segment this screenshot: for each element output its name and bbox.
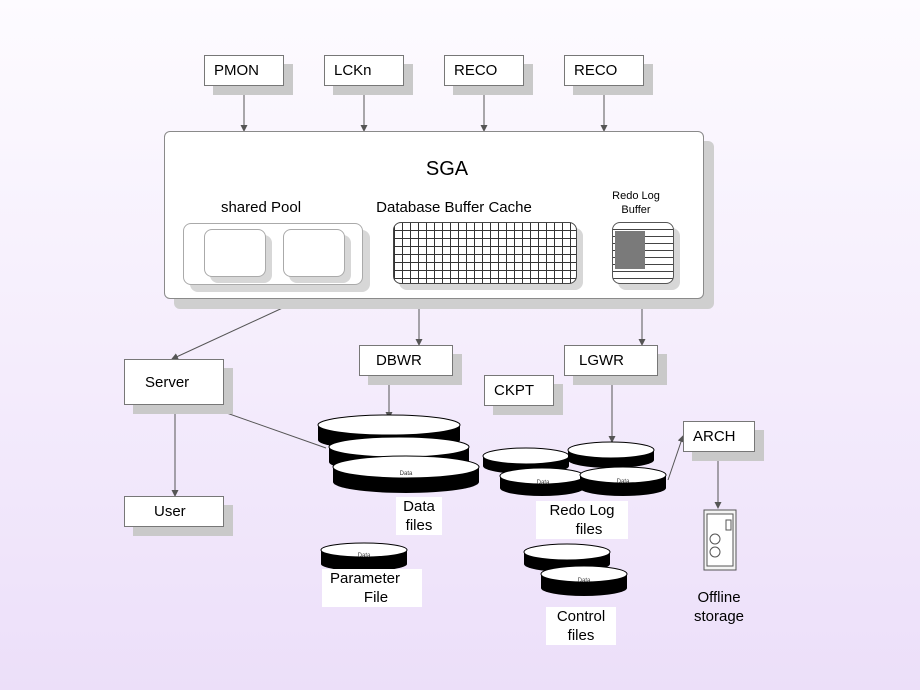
redo-buffer-label-line1: Redo Log bbox=[612, 190, 660, 202]
disk-label: Data bbox=[577, 578, 591, 584]
sga-title: SGA bbox=[425, 158, 469, 180]
offline-storage-device bbox=[703, 509, 737, 571]
parameter-file-caption-line1: Parameter bbox=[329, 570, 401, 587]
lckn-label: LCKn bbox=[334, 62, 372, 79]
data-files-disks bbox=[317, 414, 480, 493]
control-files-caption-line2: files bbox=[567, 627, 595, 644]
database-buffer-cache-grid bbox=[393, 222, 577, 284]
redo-files-caption: Redo Log files bbox=[536, 501, 628, 539]
pmon-label: PMON bbox=[214, 62, 259, 79]
disk bbox=[567, 441, 655, 468]
disk bbox=[499, 467, 585, 496]
offline-storage-caption: Offline storage bbox=[686, 588, 752, 626]
arch-process-box: ARCH bbox=[683, 421, 755, 452]
disk-label: Data bbox=[536, 480, 550, 486]
disk bbox=[523, 543, 611, 572]
pmon-process-box: PMON bbox=[204, 55, 284, 86]
data-files-caption-line1: Data bbox=[403, 498, 435, 515]
redo-log-buffer-fill bbox=[615, 231, 645, 269]
reco-process-box: RECO bbox=[444, 55, 524, 86]
control-files-disks bbox=[523, 543, 628, 596]
disk bbox=[540, 565, 628, 596]
shared-pool-block bbox=[204, 229, 266, 277]
offline-storage-caption-line2: storage bbox=[693, 608, 745, 625]
reco-label: RECO bbox=[574, 62, 618, 79]
ckpt-process-box: CKPT bbox=[484, 375, 554, 406]
reco-label: RECO bbox=[454, 62, 498, 79]
shared-pool-label: shared Pool bbox=[220, 199, 302, 216]
dbwr-process-box: DBWR bbox=[359, 345, 453, 376]
lgwr-process-box: LGWR bbox=[564, 345, 658, 376]
disk-label: Data bbox=[357, 553, 371, 559]
user-label: User bbox=[154, 503, 186, 520]
redo-files-caption-line1: Redo Log bbox=[549, 502, 615, 519]
parameter-file-caption-line2: File bbox=[363, 589, 389, 606]
parameter-file-caption: Parameter File bbox=[322, 569, 422, 607]
disk bbox=[579, 466, 667, 496]
lgwr-label: LGWR bbox=[579, 352, 624, 369]
user-process-box: User bbox=[124, 496, 224, 527]
buffer-cache-label: Database Buffer Cache bbox=[376, 199, 532, 216]
server-process-box: Server bbox=[124, 359, 224, 405]
sga-server-line bbox=[171, 298, 303, 360]
data-files-caption: Data files bbox=[396, 497, 442, 535]
control-files-caption: Control files bbox=[546, 607, 616, 645]
dbwr-label: DBWR bbox=[376, 352, 422, 369]
redofiles-to-arch-line bbox=[667, 435, 685, 481]
ckpt-label: CKPT bbox=[494, 382, 535, 399]
datafiles-to-server-line bbox=[203, 403, 327, 449]
server-label: Server bbox=[145, 373, 190, 391]
control-files-caption-line1: Control bbox=[556, 608, 606, 625]
lckn-process-box: LCKn bbox=[324, 55, 404, 86]
parameter-file-disk bbox=[320, 542, 408, 571]
offline-storage-caption-line1: Offline bbox=[697, 589, 741, 606]
redo-log-buffer bbox=[612, 222, 674, 284]
shared-pool-block bbox=[283, 229, 345, 277]
redo-log-disks bbox=[482, 441, 667, 496]
disk-label: Data bbox=[616, 479, 630, 485]
redo-files-caption-line2: files bbox=[575, 521, 603, 538]
reco-process-box-2: RECO bbox=[564, 55, 644, 86]
redo-buffer-label-line2: Buffer bbox=[621, 204, 651, 216]
disk-label: Data bbox=[399, 471, 413, 477]
arch-label: ARCH bbox=[693, 428, 736, 445]
data-files-caption-line2: files bbox=[405, 517, 433, 534]
disk bbox=[332, 455, 480, 493]
